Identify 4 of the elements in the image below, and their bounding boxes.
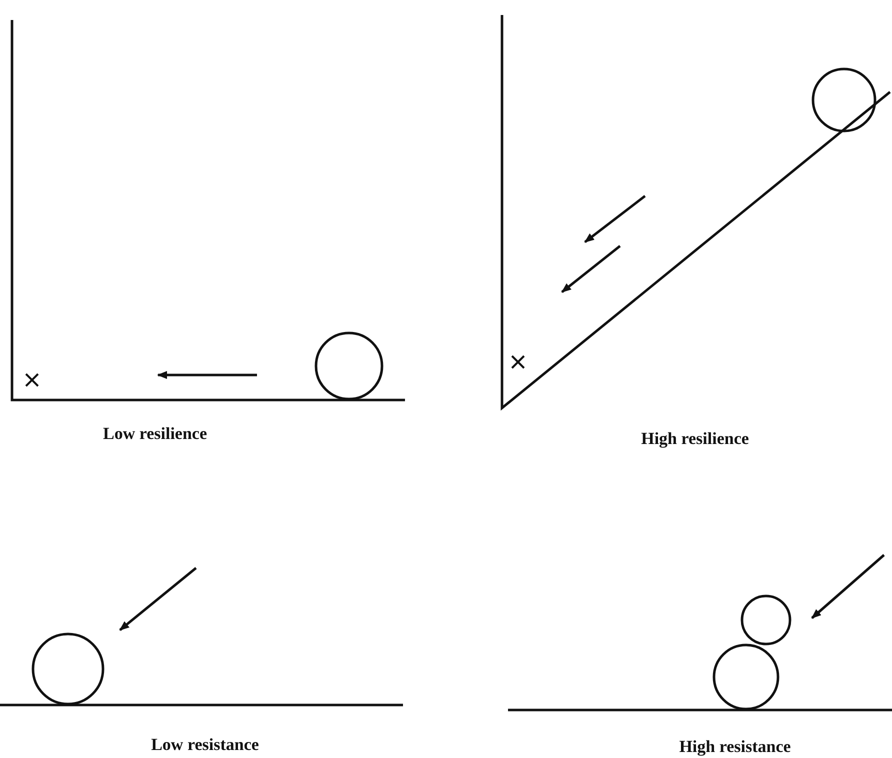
panel-caption: Low resistance <box>151 735 259 755</box>
panel-caption: High resistance <box>679 737 791 757</box>
panel-caption: Low resilience <box>102 424 208 444</box>
panel-caption: High resilience <box>641 429 749 449</box>
